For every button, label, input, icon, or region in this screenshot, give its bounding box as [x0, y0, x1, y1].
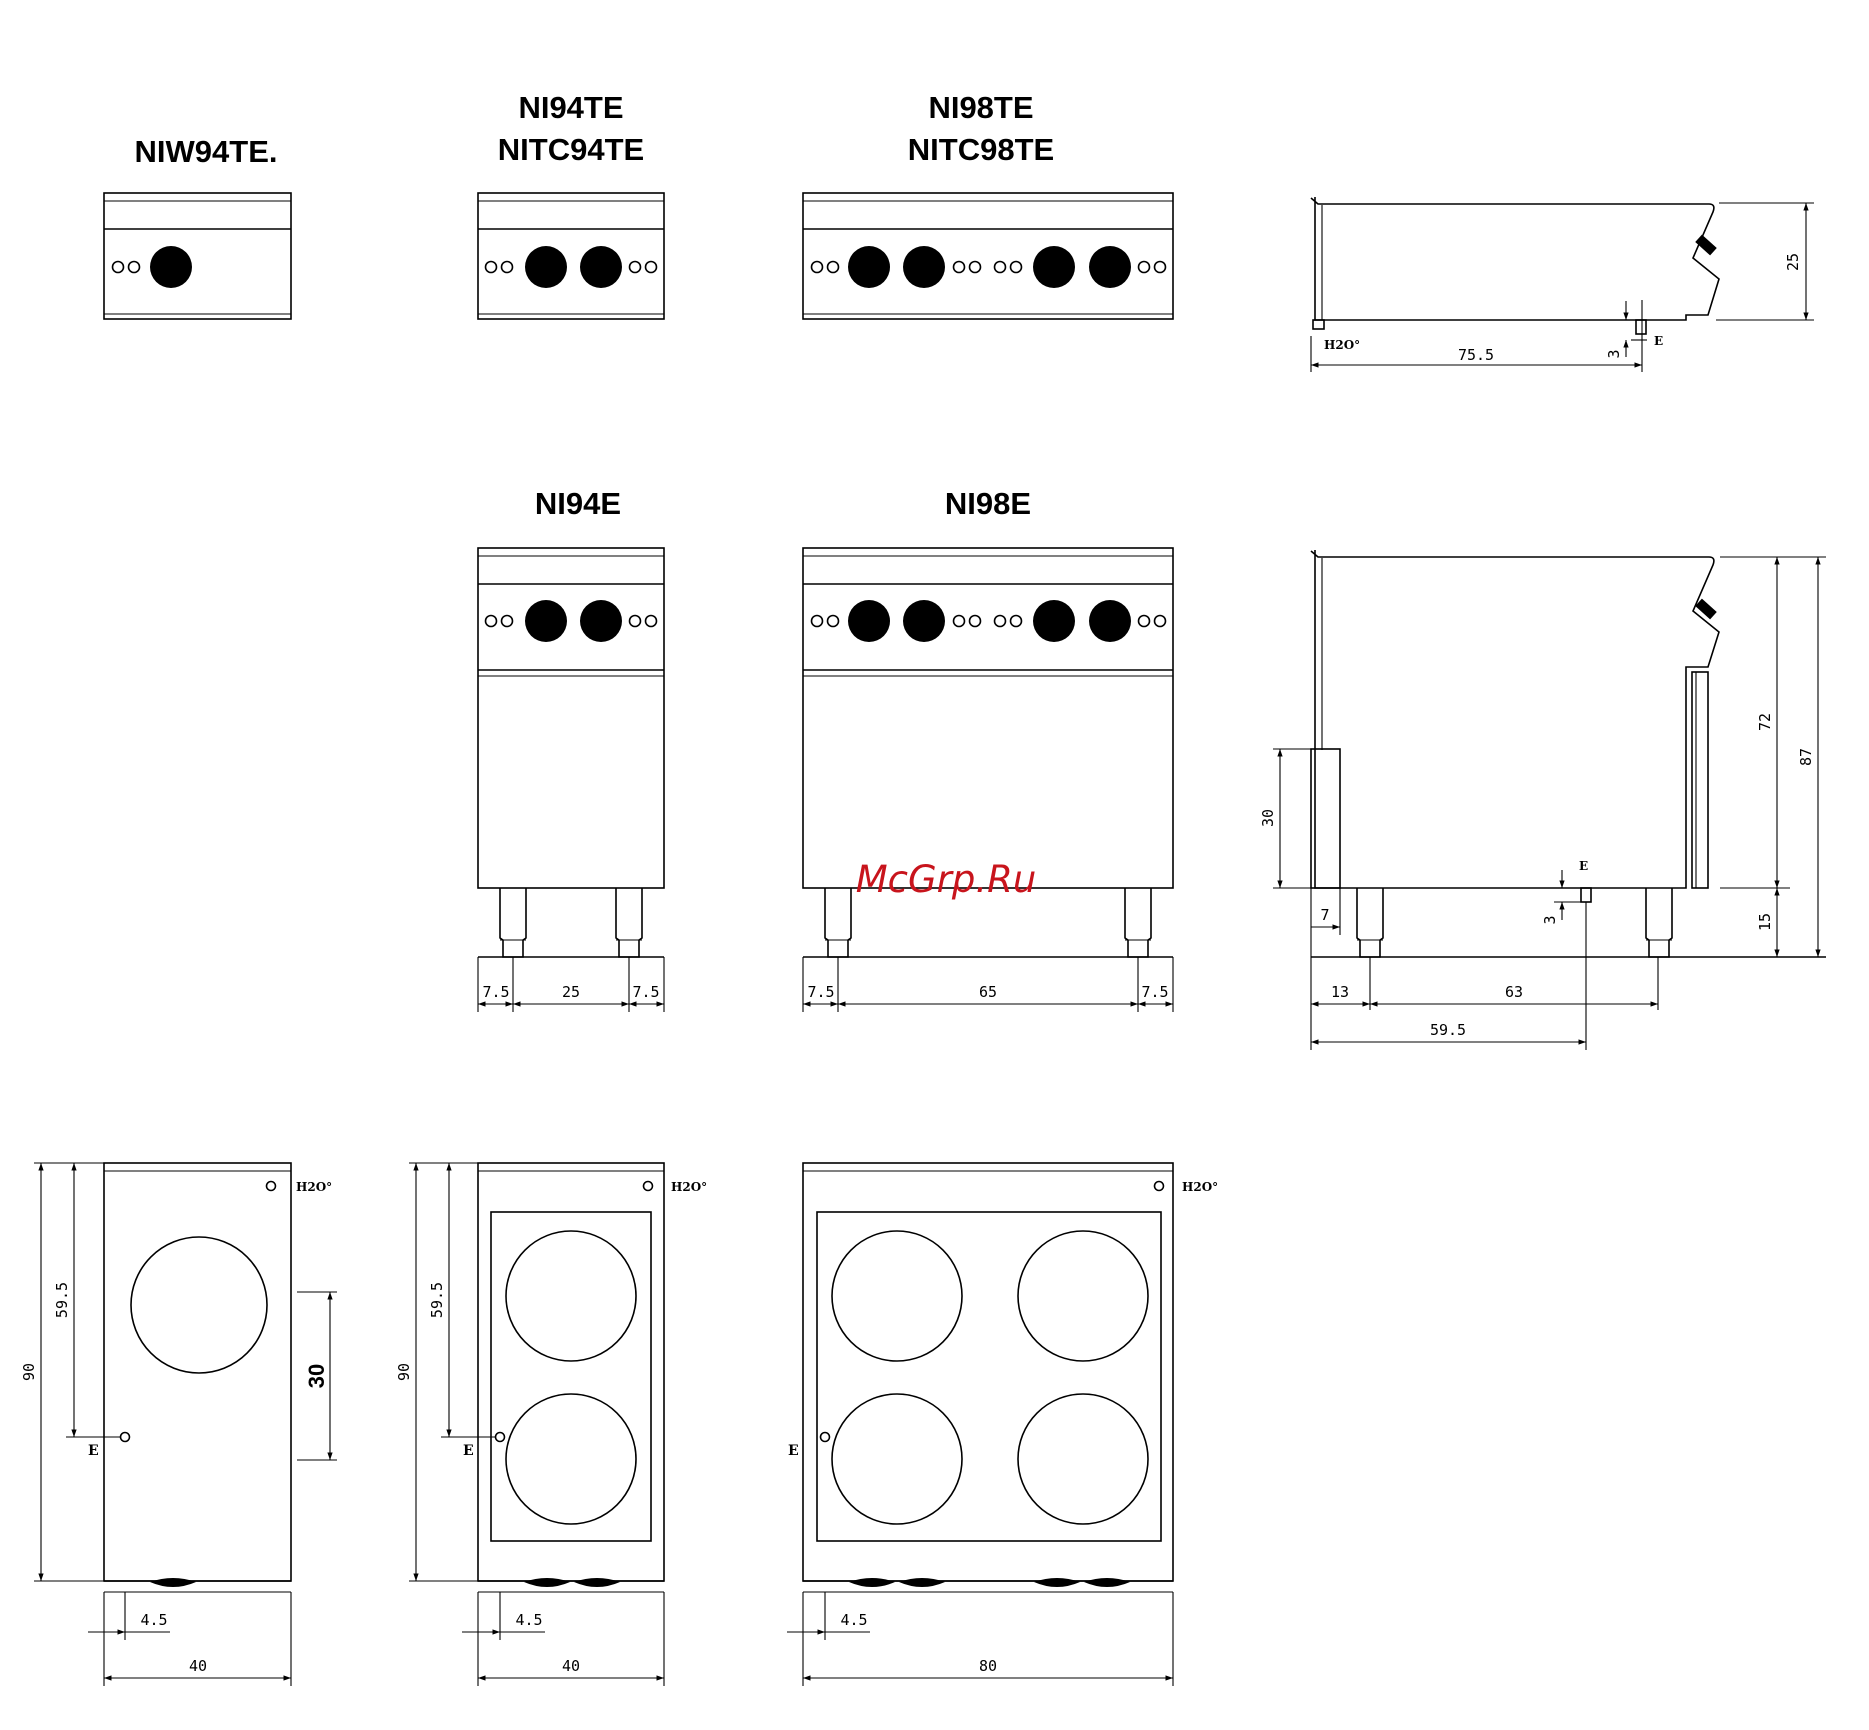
dim-top-side-height: 25 [1784, 253, 1802, 271]
water-inlet-tag: H2O° [671, 1180, 707, 1194]
cooking-zone [1018, 1394, 1148, 1524]
cooking-zone [1018, 1231, 1148, 1361]
dim-ni98e-leg-right: 7.5 [1141, 983, 1168, 1001]
dim-base-side-e-depth: 59.5 [1430, 1021, 1466, 1039]
cooking-zone [832, 1231, 962, 1361]
dim-ni98e-leg-span: 65 [979, 983, 997, 1001]
plan-view-four-zone: H2O° E 4.5 80 [787, 1163, 1218, 1686]
dim-base-side-setback: 7 [1320, 906, 1329, 924]
dim-plan3-e-offset: 4.5 [840, 1611, 867, 1629]
dim-base-side-plinth: 30 [1259, 809, 1277, 827]
front-view-ni98te [803, 193, 1173, 319]
model-title-niw94te: NIW94TE. [135, 134, 278, 169]
control-knob [150, 246, 192, 288]
dim-plan1-e-offset: 4.5 [140, 1611, 167, 1629]
plan-view-single-zone: H2O° E 90 59.5 30 4.5 40 [20, 1163, 337, 1686]
electric-inlet-tag: E [88, 1443, 99, 1459]
electric-inlet-tag: E [1654, 334, 1663, 348]
ceramic-glass-top [817, 1212, 1161, 1541]
dim-plan2-e-depth: 59.5 [428, 1282, 446, 1318]
model-title-ni94te: NI94TE [518, 90, 623, 125]
dim-base-side-leg-span: 63 [1505, 983, 1523, 1001]
dim-plan3-width: 80 [979, 1657, 997, 1675]
dim-plan2-e-offset: 4.5 [515, 1611, 542, 1629]
dim-ni94e-leg-span: 25 [562, 983, 580, 1001]
cooking-zone [506, 1231, 636, 1361]
dim-base-side-e-offset: 3 [1541, 915, 1559, 924]
plan-view-two-zone: H2O° E 90 59.5 4.5 40 [395, 1163, 707, 1686]
front-view-niw94te [104, 193, 291, 319]
dim-base-side-total: 87 [1797, 748, 1815, 766]
front-view-ni94e [478, 548, 664, 957]
dim-plan1-zone: 30 [304, 1364, 329, 1388]
watermark-text: McGrp.Ru [856, 858, 1037, 901]
model-title-nitc94te: NITC94TE [498, 132, 644, 167]
side-view-free-standing: 72 87 15 30 7 3 E 13 63 59.5 [1259, 550, 1826, 1050]
dim-base-side-upper: 72 [1756, 713, 1774, 731]
water-inlet-tag: H2O° [296, 1180, 332, 1194]
dim-plan1-depth: 90 [20, 1363, 38, 1381]
dim-ni94e-leg-left: 7.5 [482, 983, 509, 1001]
cooking-zone [506, 1394, 636, 1524]
front-view-ni94te [478, 193, 664, 319]
dim-plan1-width: 40 [189, 1657, 207, 1675]
model-title-nitc98te: NITC98TE [908, 132, 1054, 167]
electric-inlet-tag: E [788, 1443, 799, 1459]
electric-inlet-tag: E [463, 1443, 474, 1459]
dim-plan2-width: 40 [562, 1657, 580, 1675]
dim-base-side-leg: 15 [1756, 913, 1774, 931]
water-inlet-tag: H2O° [1182, 1180, 1218, 1194]
dim-top-side-depth: 75.5 [1458, 346, 1494, 364]
cooking-zone [131, 1237, 267, 1373]
model-title-ni94e: NI94E [535, 486, 621, 521]
dim-ni98e-leg-left: 7.5 [807, 983, 834, 1001]
side-view-table-top: 25 75.5 3 H2O° E [1311, 197, 1814, 372]
model-title-ni98e: NI98E [945, 486, 1031, 521]
dim-plan2-depth: 90 [395, 1363, 413, 1381]
water-inlet-tag: H2O° [1324, 338, 1360, 352]
dim-plan1-e-depth: 59.5 [53, 1282, 71, 1318]
cooking-zone [832, 1394, 962, 1524]
dim-base-side-front-leg: 13 [1331, 983, 1349, 1001]
leg-dimensions-ni94e: 7.5 25 7.5 [478, 957, 664, 1012]
electric-inlet-tag: E [1579, 859, 1588, 873]
model-title-ni98te: NI98TE [928, 90, 1033, 125]
dim-ni94e-leg-right: 7.5 [632, 983, 659, 1001]
leg-dimensions-ni98e: 7.5 65 7.5 [803, 957, 1173, 1012]
dim-top-side-e-offset: 3 [1605, 349, 1623, 358]
